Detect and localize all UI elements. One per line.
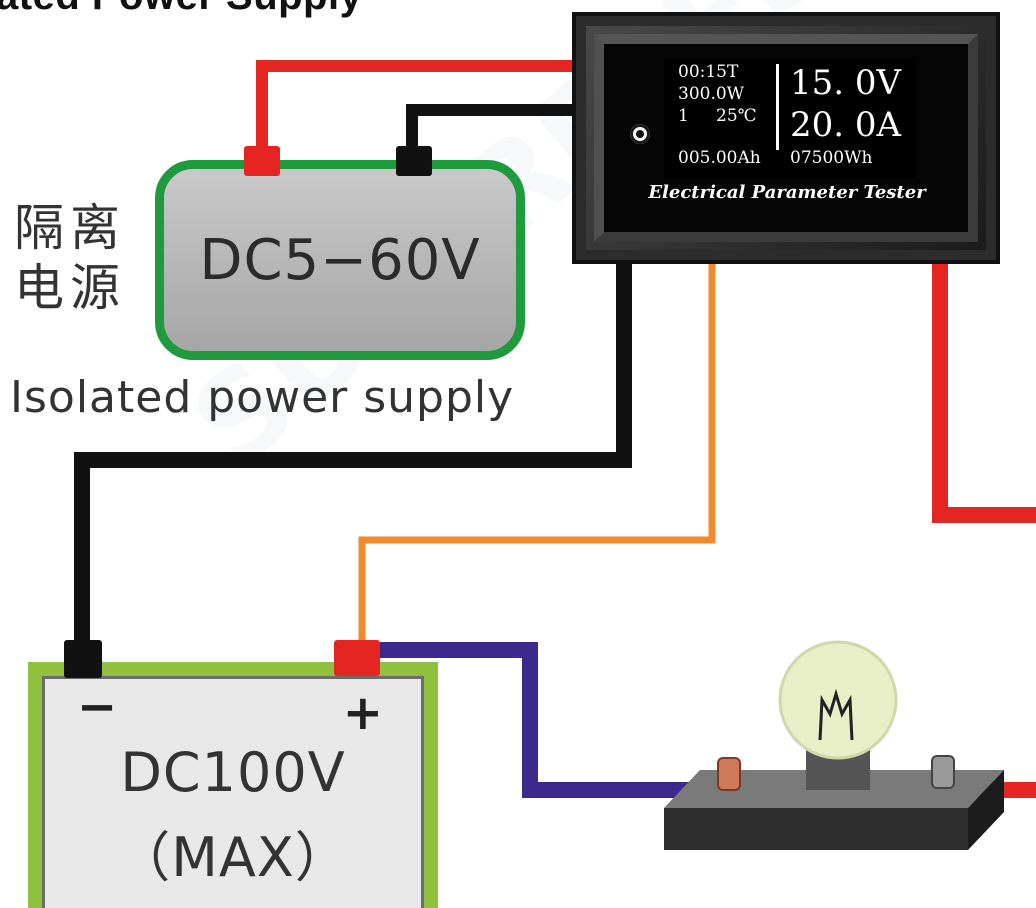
meter-capacity: 005.00Ah — [678, 148, 761, 168]
battery-positive-terminal — [334, 640, 380, 676]
battery-voltage: DC100V — [120, 741, 346, 804]
meter-display: 00:15T 300.0W 1 25℃ 005.00Ah 15. 0V 20. … — [664, 58, 916, 178]
lamp-terminal-left — [717, 757, 741, 791]
meter-button[interactable] — [630, 124, 650, 144]
black-wire-psu — [406, 104, 580, 158]
black-wire-battery — [74, 262, 632, 648]
meter-voltage: 15. 0V — [790, 63, 902, 103]
purple-wire — [380, 642, 720, 798]
meter-current: 20. 0A — [790, 105, 902, 145]
battery-plus-sign: + — [342, 685, 383, 741]
meter-power: 300.0W — [678, 84, 745, 104]
isolated-psu-label-cn: 隔离电源 — [14, 199, 126, 317]
battery-negative-terminal — [64, 640, 102, 678]
meter-title: Electrical Parameter Tester — [648, 182, 926, 203]
page-heading: ated Power Supply — [0, 0, 362, 19]
bulb-filament — [818, 688, 854, 741]
meter-temp: 25℃ — [716, 106, 757, 126]
red-wire-psu — [256, 60, 580, 165]
psu-positive-terminal — [244, 146, 280, 176]
battery-max: （MAX） — [116, 826, 350, 889]
psu-negative-terminal — [396, 146, 432, 176]
orange-wire — [358, 262, 716, 648]
lamp-terminal-right — [931, 755, 955, 789]
meter-divider — [776, 64, 779, 150]
dc-battery: − + DC100V （MAX） — [28, 662, 438, 908]
psu-voltage-label: DC5−60V — [199, 227, 481, 293]
battery-face: − + DC100V （MAX） — [42, 676, 424, 908]
isolated-psu-caption: Isolated power supply — [10, 372, 515, 423]
meter-time: 00:15T — [678, 62, 739, 82]
lamp-base-front — [664, 808, 968, 850]
lamp-base-side — [968, 770, 1004, 850]
meter-energy: 07500Wh — [790, 148, 873, 168]
red-wire-load — [932, 262, 1036, 523]
battery-minus-sign: − — [77, 679, 118, 735]
isolated-power-supply: DC5−60V — [155, 160, 525, 360]
meter-extra: 1 — [678, 106, 689, 126]
